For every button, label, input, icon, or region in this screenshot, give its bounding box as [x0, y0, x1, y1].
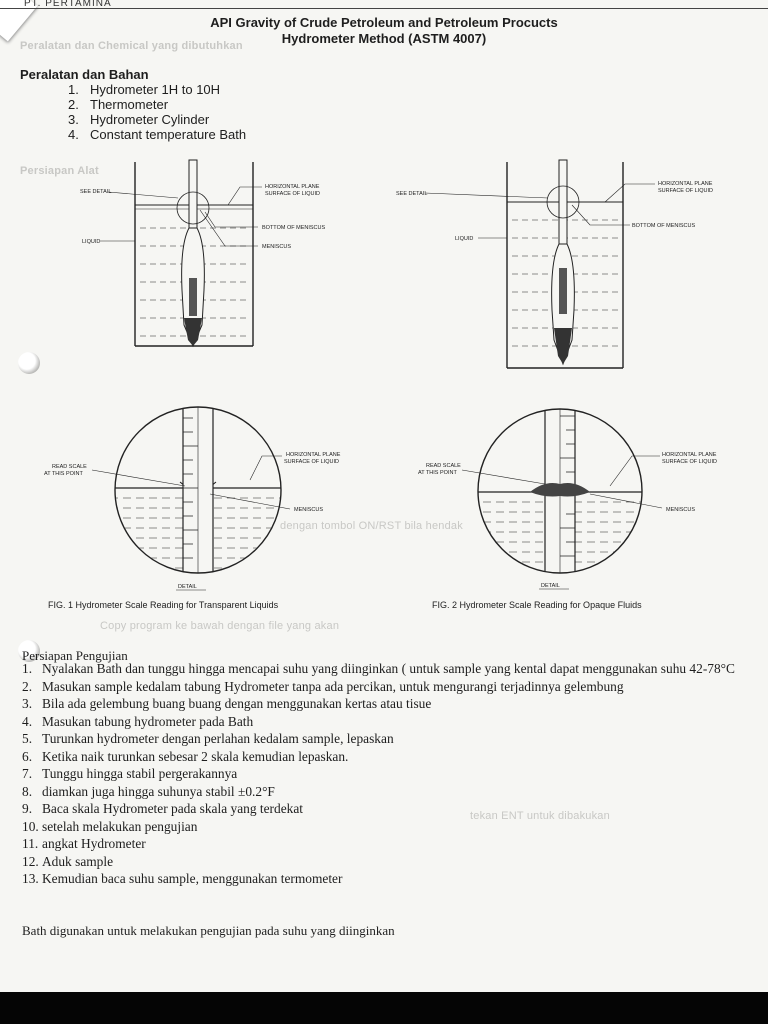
liquid-label: LIQUID: [455, 236, 473, 242]
list-item: 10.setelah melakukan pengujian: [22, 818, 198, 834]
read-scale-label: READ SCALE: [426, 463, 461, 469]
bleed-through-text: tekan ENT untuk dibakukan: [470, 810, 610, 822]
meniscus-label: MENISCUS: [666, 507, 695, 513]
figure-2-caption: FIG. 2 Hydrometer Scale Reading for Opaq…: [432, 600, 642, 610]
cylinder-transparent: [134, 159, 254, 348]
list-item: 2.Thermometer: [68, 97, 169, 112]
cylinder-labels-2: SEE DETAIL HORIZONTAL PLANE SURFACE OF L…: [396, 181, 713, 242]
see-detail-label: SEE DETAIL: [80, 189, 111, 195]
list-item: 5.Turunkan hydrometer dengan perlahan ke…: [22, 731, 394, 746]
see-detail-label: SEE DETAIL: [396, 191, 427, 197]
list-item: 7.Tunggu hingga stabil pergerakannya: [22, 766, 238, 781]
bleed-through-text: dengan tombol ON/RST bila hendak: [280, 520, 463, 532]
meniscus-label: MENISCUS: [262, 244, 291, 250]
list-item: 6.Ketika naik turunkan sebesar 2 skala k…: [22, 748, 349, 764]
list-item: 4.Masukan tabung hydrometer pada Bath: [22, 713, 254, 729]
black-bottom-border: [0, 992, 768, 1024]
list-item: 8.diamkan juga hingga suhunya stabil ±0.…: [22, 783, 275, 799]
cylinder-labels-1: SEE DETAIL HORIZONTAL PLANE SURFACE OF L…: [80, 184, 325, 250]
read-scale-label: READ SCALE: [52, 464, 87, 470]
page-header-strip: PT. PERTAMINA: [0, 0, 768, 9]
detail-transparent: [114, 406, 282, 574]
detail-label: DETAIL: [178, 584, 197, 590]
surface-liquid-label: SURFACE OF LIQUID: [265, 191, 320, 197]
list-item: 2.Masukan sample kedalam tabung Hydromet…: [22, 678, 624, 694]
list-item: 12.Aduk sample: [22, 853, 114, 869]
detail-opaque: [477, 408, 643, 574]
meniscus-label: MENISCUS: [294, 507, 323, 513]
detail-labels-2: READ SCALE AT THIS POINT HORIZONTAL PLAN…: [418, 452, 717, 590]
surface-liquid-label: SURFACE OF LIQUID: [662, 459, 717, 465]
at-this-point-label: AT THIS POINT: [418, 470, 457, 476]
horizontal-plane-label: HORIZONTAL PLANE: [658, 181, 713, 187]
list-item: 3.Bila ada gelembung buang buang dengan …: [22, 696, 432, 711]
bleed-through-text: Peralatan dan Chemical yang dibutuhkan: [20, 40, 243, 52]
hydrometer-diagram: SEE DETAIL HORIZONTAL PLANE SURFACE OF L…: [44, 159, 717, 591]
bottom-meniscus-label: BOTTOM OF MENISCUS: [632, 223, 695, 229]
bleed-through-text: Copy program ke bawah dengan file yang a…: [100, 620, 340, 632]
document-page: PT. PERTAMINA Peralatan dan Chemical yan…: [0, 0, 768, 938]
list-item: 1.Nyalakan Bath dan tunggu hingga mencap…: [22, 661, 735, 676]
procedure-heading: Persiapan Pengujian: [22, 648, 128, 663]
list-item: 4.Constant temperature Bath: [68, 127, 247, 142]
list-item: 13.Kemudian baca suhu sample, menggunaka…: [22, 871, 343, 886]
detail-labels-1: READ SCALE AT THIS POINT HORIZONTAL PLAN…: [44, 452, 341, 591]
document-subtitle: Hydrometer Method (ASTM 4007): [281, 31, 487, 46]
list-item: 3.Hydrometer Cylinder: [68, 112, 210, 127]
horizontal-plane-label: HORIZONTAL PLANE: [286, 452, 341, 458]
horizontal-plane-label: HORIZONTAL PLANE: [662, 452, 717, 458]
at-this-point-label: AT THIS POINT: [44, 471, 83, 477]
horizontal-plane-label: HORIZONTAL PLANE: [265, 184, 320, 190]
cylinder-opaque: [506, 159, 624, 369]
bath-note: Bath digunakan untuk melakukan pengujian…: [22, 923, 395, 938]
bleed-through-text: Persiapan Alat: [20, 165, 99, 177]
tools-heading: Peralatan dan Bahan: [20, 67, 149, 82]
header-text: PT. PERTAMINA: [24, 0, 112, 9]
list-item: 1.Hydrometer 1H to 10H: [68, 82, 221, 97]
surface-liquid-label: SURFACE OF LIQUID: [284, 459, 339, 465]
bottom-meniscus-label: BOTTOM OF MENISCUS: [262, 225, 325, 231]
document-title: API Gravity of Crude Petroleum and Petro…: [210, 15, 558, 30]
punch-hole: [18, 640, 40, 662]
procedure-steps: 1.Nyalakan Bath dan tunggu hingga mencap…: [22, 660, 762, 888]
punch-hole: [18, 352, 40, 374]
list-item: 11.angkat Hydrometer: [22, 836, 146, 851]
list-item: 9.Baca skala Hydrometer pada skala yang …: [22, 801, 303, 816]
figure-1-caption: FIG. 1 Hydrometer Scale Reading for Tran…: [48, 600, 279, 610]
tools-list: 1.Hydrometer 1H to 10H 2.Thermometer 3.H…: [68, 82, 246, 142]
surface-liquid-label: SURFACE OF LIQUID: [658, 188, 713, 194]
detail-label: DETAIL: [541, 583, 560, 589]
liquid-label: LIQUID: [82, 239, 100, 245]
